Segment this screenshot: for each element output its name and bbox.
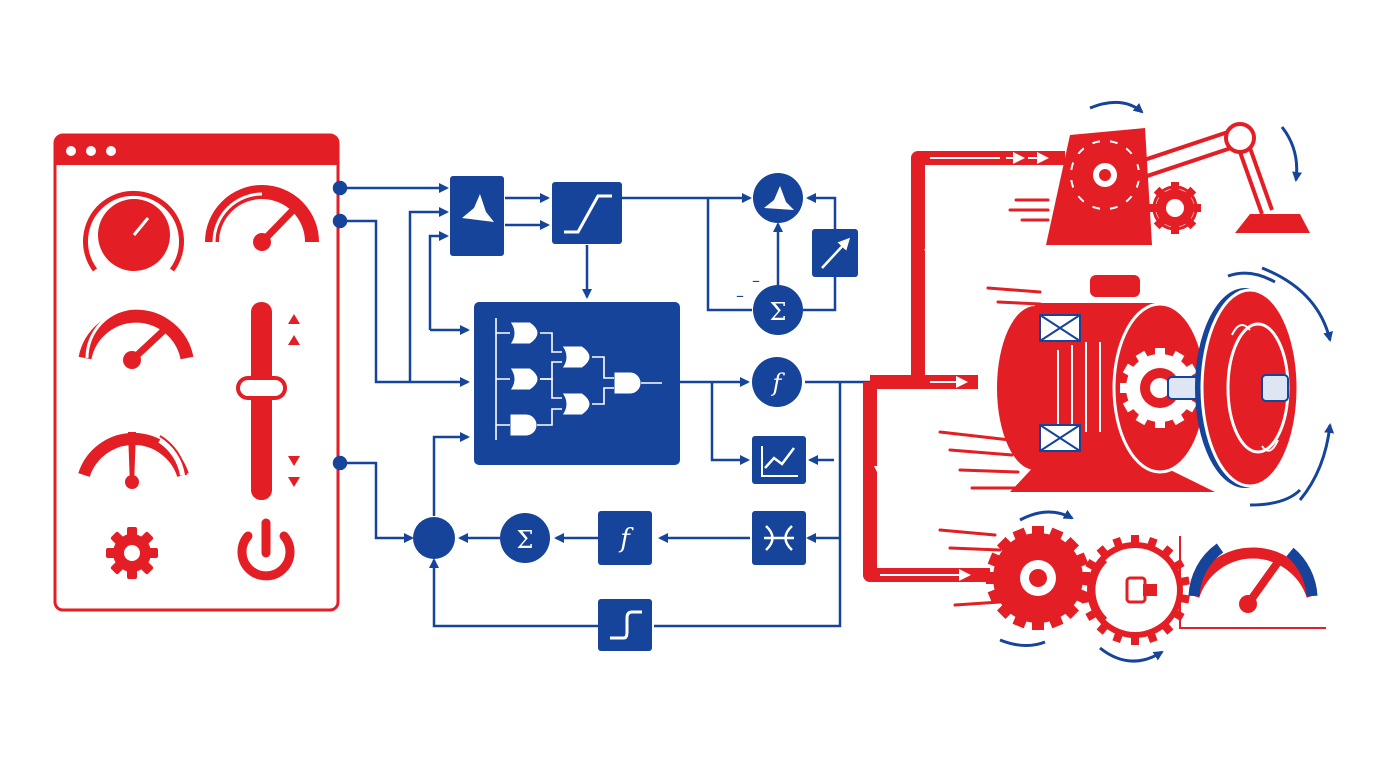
minus-sign: – [736,286,744,305]
dial-gauge-icon[interactable] [205,185,319,251]
window-dots [66,146,116,156]
speed-lines-icon [938,286,1042,490]
derivative-block[interactable] [812,229,858,277]
sensor-block[interactable] [752,511,806,565]
gear-icon [1067,137,1143,213]
gear-icon [986,526,1090,630]
or-gate-icon [509,321,539,345]
minus-sign: – [752,271,760,290]
or-gate-icon [561,392,591,416]
junction-node[interactable] [413,517,455,559]
saturation-block[interactable] [552,182,622,244]
power-flow-arrows [874,152,1049,581]
speedometer-icon[interactable] [78,306,194,369]
control-panel [53,133,340,612]
amplifier-block[interactable] [450,176,504,256]
gear-icon [1080,535,1190,645]
summing-node-top[interactable] [753,173,803,223]
trend-chart-block[interactable] [752,436,806,484]
knob-gauge-icon[interactable] [83,190,184,272]
sum-label: Σ [517,526,534,554]
gear-icon [1149,182,1201,234]
power-icon[interactable] [237,518,295,581]
sum-label: Σ [770,298,787,326]
gear-train [938,509,1190,663]
gear-icon[interactable] [106,527,158,579]
speed-lines-icon [1008,198,1050,222]
sum-node-bottom[interactable]: Σ [500,513,550,563]
up-arrows-icon[interactable] [288,314,300,345]
signal-wires [332,180,870,628]
winding-box-icon [1039,314,1081,452]
down-arrows-icon[interactable] [288,456,300,487]
flywheel [1195,288,1300,488]
xor-gate-icon [561,345,591,369]
or-gate-icon [509,367,539,391]
function-node[interactable]: f [752,357,802,407]
arc-gauge-icon[interactable] [78,432,189,489]
logic-gate-block[interactable] [474,302,680,465]
electric-motor [938,266,1335,507]
robot-arm [1008,100,1310,245]
output-gauge [1179,536,1326,629]
sum-node-right[interactable]: Σ [753,285,803,335]
and-gate-icon [509,413,538,437]
and-gate-icon [613,371,642,395]
slider-control[interactable] [236,302,287,500]
function-block[interactable]: f [598,511,652,565]
step-block[interactable] [598,599,652,651]
